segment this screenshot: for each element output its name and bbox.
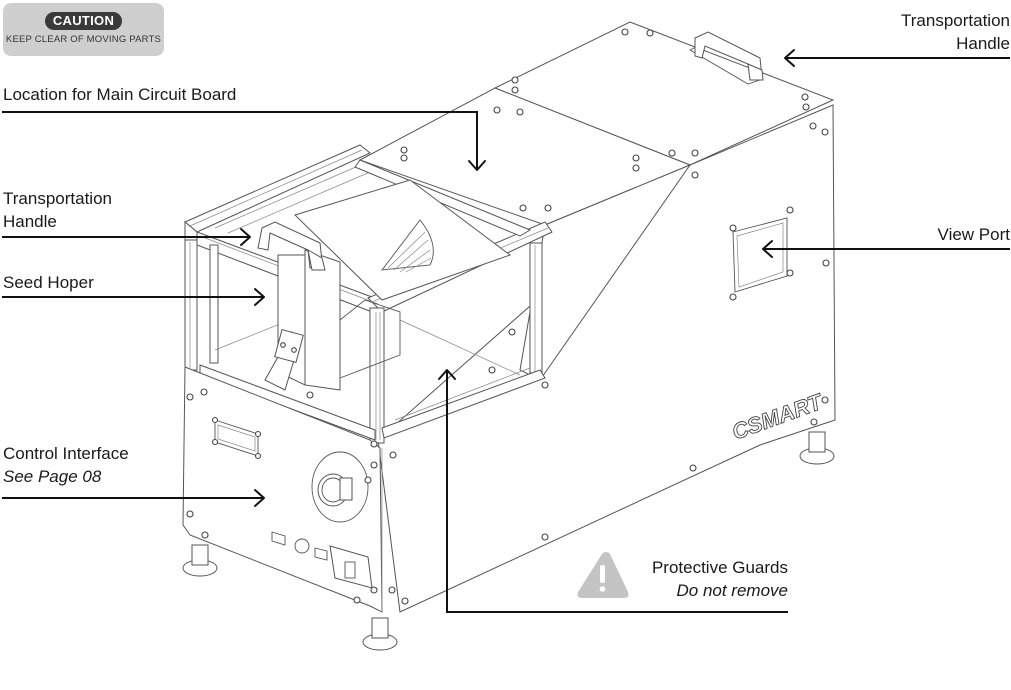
callout-protective-guards-line (438, 369, 788, 613)
leveling-feet (182, 431, 835, 651)
label-text: Seed Hoper (3, 273, 94, 292)
callout-side-handle-line (2, 228, 251, 246)
caution-title: CAUTION (44, 12, 123, 30)
label-subtext: See Page 08 (3, 467, 102, 486)
callout-view-port-line (762, 240, 1010, 258)
label-line2: Handle (956, 34, 1010, 53)
label-control-interface: Control Interface See Page 08 (3, 442, 129, 488)
warning-triangle-icon (577, 552, 629, 598)
callout-top-handle-line (784, 49, 1010, 67)
label-seed-hopper: Seed Hoper (3, 271, 94, 294)
label-view-port: View Port (938, 223, 1010, 246)
label-text: Location for Main Circuit Board (3, 85, 237, 104)
side-handle-drawing (257, 221, 326, 271)
callout-circuit-board-line (2, 111, 486, 171)
label-main-circuit-board: Location for Main Circuit Board (3, 83, 236, 106)
panel-bolts (186, 28, 830, 605)
label-text: Control Interface (3, 444, 129, 463)
callout-seed-hopper-line (2, 288, 265, 306)
view-port-window (732, 217, 788, 293)
top-handle-drawing (689, 31, 764, 85)
caution-badge: CAUTION KEEP CLEAR OF MOVING PARTS (3, 3, 164, 56)
callout-control-interface-line (2, 489, 265, 507)
front-control-panel (182, 366, 383, 613)
label-protective-guards: Protective Guards Do not remove (652, 556, 788, 602)
caution-message: KEEP CLEAR OF MOVING PARTS (5, 34, 162, 45)
label-text: Protective Guards (651, 558, 788, 577)
label-side-transportation-handle: Transportation Handle (3, 187, 112, 233)
label-top-transportation-handle: Transportation Handle (901, 9, 1010, 55)
seed-hopper (264, 179, 512, 391)
label-subtext: Do not remove (676, 581, 789, 600)
label-line2: Handle (3, 212, 57, 231)
label-text: View Port (937, 225, 1010, 244)
label-line1: Transportation (3, 189, 112, 208)
label-line1: Transportation (901, 11, 1010, 30)
